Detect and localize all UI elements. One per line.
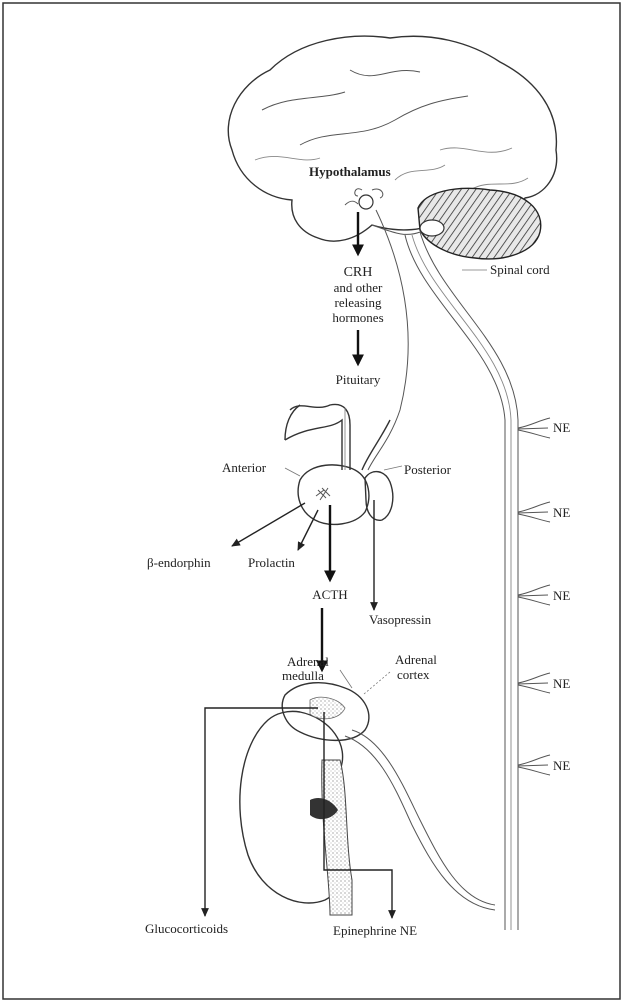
ne-label: NE <box>553 676 570 691</box>
ne-terminal: NE <box>518 673 570 693</box>
adrenal-medulla-label-line1: Adrenal <box>287 654 329 669</box>
beta-endorphin-arrow <box>232 503 305 546</box>
posterior-label: Posterior <box>404 462 452 477</box>
prolactin-label: Prolactin <box>248 555 295 570</box>
epinephrine-ne-label: Epinephrine NE <box>333 923 417 938</box>
ne-terminal: NE <box>518 418 570 438</box>
spinal-cord-drawing <box>405 232 518 930</box>
hypothalamus-icon <box>345 189 383 209</box>
vasopressin-label: Vasopressin <box>369 612 432 627</box>
ne-terminal: NE <box>518 755 570 775</box>
adrenal-cortex-label-line2: cortex <box>397 667 430 682</box>
adrenal-kidney-drawing <box>240 683 495 915</box>
adrenal-cortex-leader <box>364 672 390 694</box>
spinal-cord-label: Spinal cord <box>490 262 550 277</box>
hypothalamic-neuron-fiber <box>368 210 408 470</box>
cerebellum-drawing <box>418 188 541 258</box>
adrenal-cortex-label-line1: Adrenal <box>395 652 437 667</box>
crh-label-line4: hormones <box>332 310 383 325</box>
glucocorticoids-arrow <box>205 708 318 916</box>
crh-label-line3: releasing <box>335 295 382 310</box>
ne-terminals: NE NE NE NE NE <box>518 418 570 775</box>
acth-label: ACTH <box>312 587 347 602</box>
crh-label-line1: CRH <box>344 265 373 280</box>
adrenal-medulla-leader <box>340 670 352 688</box>
ne-terminal: NE <box>518 585 570 605</box>
anterior-label: Anterior <box>222 460 267 475</box>
glucocorticoids-label: Glucocorticoids <box>145 921 228 936</box>
crh-label-line2: and other <box>334 280 383 295</box>
ne-terminal: NE <box>518 502 570 522</box>
beta-endorphin-label: β-endorphin <box>147 555 211 570</box>
ne-label: NE <box>553 505 570 520</box>
figure-border <box>3 3 620 999</box>
adrenal-medulla-label-line2: medulla <box>282 668 324 683</box>
posterior-leader <box>384 466 402 470</box>
ne-label: NE <box>553 758 570 773</box>
prolactin-arrow <box>298 510 318 550</box>
hypothalamus-label: Hypothalamus <box>309 164 391 179</box>
pituitary-label: Pituitary <box>336 372 381 387</box>
ne-label: NE <box>553 420 570 435</box>
pituitary-gland-drawing <box>285 404 393 524</box>
anterior-leader <box>285 468 300 476</box>
ne-label: NE <box>553 588 570 603</box>
